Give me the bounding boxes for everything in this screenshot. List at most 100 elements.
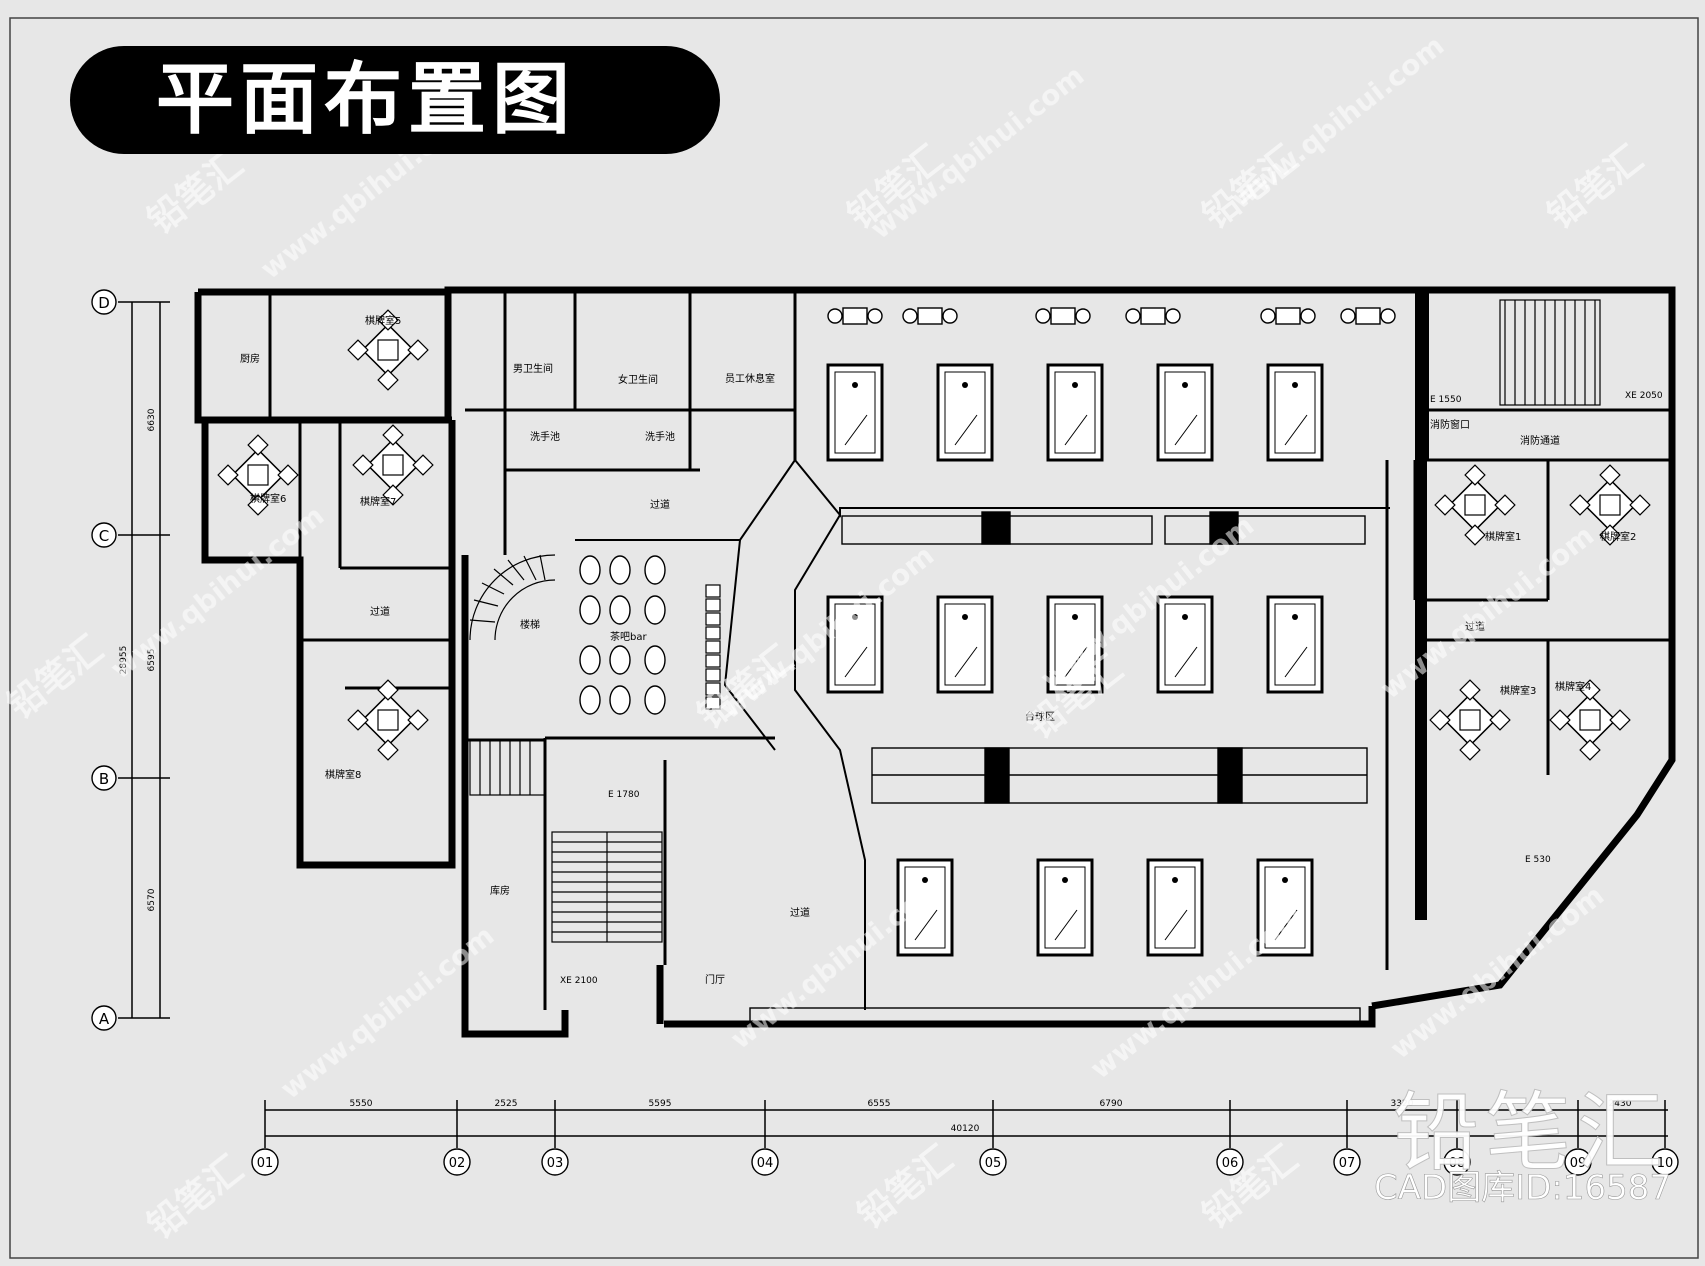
svg-text:铅笔汇: 铅笔汇 <box>1195 1138 1305 1237</box>
label-private-7: 棋牌室7 <box>360 495 396 508</box>
col-axis <box>264 1100 1668 1148</box>
svg-text:铅笔汇: 铅笔汇 <box>140 143 250 242</box>
svg-text:铅笔汇: 铅笔汇 <box>0 628 110 727</box>
mahjong-table <box>1569 464 1651 546</box>
billiard-table <box>826 595 884 694</box>
mahjong-tables <box>217 309 1651 761</box>
billiard-table <box>1046 595 1104 694</box>
dimension-tags: E 1550 XE 2050 E 1780 XE 2100 E 530 <box>560 391 1663 986</box>
row-dim-2: 6595 <box>147 649 157 672</box>
tag-e1550: E 1550 <box>1430 395 1462 405</box>
bench-row-middle <box>871 747 1368 804</box>
brand-watermark: 铅笔汇 <box>1393 1083 1669 1184</box>
col-axis-10: 10 <box>1657 1156 1674 1171</box>
bench-row-bottom <box>749 1007 1361 1025</box>
label-staff-lounge: 员工休息室 <box>725 372 775 385</box>
billiard-table <box>1266 363 1324 462</box>
billiard-table <box>936 363 994 462</box>
billiard-table <box>826 363 884 462</box>
tag-xe2050: XE 2050 <box>1625 391 1663 401</box>
col-axis-03: 03 <box>547 1156 564 1171</box>
label-fire-passage: 消防通道 <box>1520 434 1560 447</box>
col-axis-04: 04 <box>757 1156 774 1171</box>
label-private-1: 棋牌室1 <box>1485 530 1521 543</box>
col-total: 40120 <box>951 1124 980 1134</box>
label-corridor-right: 过道 <box>1465 620 1485 633</box>
structural-column-right <box>1415 290 1427 920</box>
label-hall: 台球区 <box>1025 710 1055 723</box>
label-wash-2: 洗手池 <box>645 430 675 443</box>
drawing-title: 平面布置图 <box>70 46 720 154</box>
staircase-small <box>469 739 546 796</box>
row-axis-circle-b <box>91 765 117 791</box>
mahjong-table <box>347 309 429 391</box>
col-dim-6: 3320 <box>1391 1099 1414 1109</box>
svg-text:www.qbihui.com: www.qbihui.com <box>104 499 330 686</box>
label-staircase: 楼梯 <box>520 618 540 631</box>
col-dim-5: 6790 <box>1100 1099 1123 1109</box>
row-axis-circle-c <box>91 522 117 548</box>
svg-text:www.qbihui.com: www.qbihui.com <box>1374 519 1600 706</box>
col-dim-2: 2525 <box>495 1099 518 1109</box>
label-bar: 茶吧bar <box>610 630 647 643</box>
row-axis <box>118 301 170 1019</box>
bar-seating <box>579 555 721 715</box>
row-total: 28955 <box>119 646 129 675</box>
col-dim-4: 6555 <box>868 1099 891 1109</box>
bench-row-top <box>841 511 1366 545</box>
svg-text:www.qbihui.com: www.qbihui.com <box>864 59 1090 246</box>
billiard-tables <box>826 363 1324 957</box>
label-storage: 库房 <box>490 884 510 897</box>
svg-text:铅笔汇: 铅笔汇 <box>1195 138 1305 237</box>
svg-text:铅笔汇: 铅笔汇 <box>1540 138 1650 237</box>
label-corridor-left: 过道 <box>370 605 390 618</box>
billiard-table <box>1156 595 1214 694</box>
billiard-table <box>1146 858 1204 957</box>
billiard-table <box>1046 363 1104 462</box>
label-private-5: 棋牌室5 <box>365 314 401 327</box>
label-private-3: 棋牌室3 <box>1500 684 1536 697</box>
col-axis-07: 07 <box>1339 1156 1356 1171</box>
label-corridor-top: 过道 <box>650 498 670 511</box>
cad-id-watermark: CAD图库ID:16587 <box>1373 1168 1672 1209</box>
billiard-table <box>936 595 994 694</box>
watermark-layer: www.qbihui.com www.qbihui.com www.qbihui… <box>104 29 1610 1106</box>
col-axis-08: 08 <box>1449 1156 1466 1171</box>
billiard-table <box>1156 363 1214 462</box>
mahjong-table <box>352 424 434 506</box>
row-axis-circle-d <box>91 289 117 315</box>
outer-walls <box>194 286 1676 1038</box>
svg-text:铅笔汇: 铅笔汇 <box>850 1138 960 1237</box>
row-axis-circle-a <box>91 1005 117 1031</box>
mahjong-table <box>1549 679 1631 761</box>
col-dim-7: 2430 <box>1609 1099 1632 1109</box>
label-corridor-lower: 过道 <box>790 906 810 919</box>
mahjong-table <box>217 434 299 516</box>
label-womens-wc: 女卫生间 <box>618 373 658 386</box>
label-private-4: 棋牌室4 <box>1555 680 1591 693</box>
row-axis-labels: D C B A 6630 6595 6570 28955 <box>91 289 157 1031</box>
col-axis-01: 01 <box>257 1156 274 1171</box>
row-axis-a: A <box>99 1010 110 1028</box>
row-axis-c: C <box>99 527 109 545</box>
top-lounge-chairs <box>827 307 1396 325</box>
mahjong-table <box>1434 464 1516 546</box>
label-private-2: 棋牌室2 <box>1600 530 1636 543</box>
tag-e1780: E 1780 <box>608 790 640 800</box>
label-lobby: 门厅 <box>705 973 725 986</box>
label-kitchen: 厨房 <box>240 352 260 365</box>
col-dim-3: 5595 <box>649 1099 672 1109</box>
label-private-8: 棋牌室8 <box>325 768 361 781</box>
svg-text:铅笔汇: 铅笔汇 <box>140 1148 250 1247</box>
billiard-table <box>896 858 954 957</box>
room-labels: 厨房 棋牌室5 棋牌室6 棋牌室7 棋牌室8 棋牌室1 棋牌室2 棋牌室3 棋牌… <box>240 314 1636 986</box>
row-dim-3: 6570 <box>147 888 157 911</box>
tag-e530: E 530 <box>1525 855 1551 865</box>
col-axis-09: 09 <box>1570 1156 1587 1171</box>
col-dim-1: 5550 <box>350 1099 373 1109</box>
billiard-table <box>1036 858 1094 957</box>
col-axis-06: 06 <box>1222 1156 1239 1171</box>
paper-border <box>9 17 1699 1259</box>
tag-xe2100: XE 2100 <box>560 976 598 986</box>
label-mens-wc: 男卫生间 <box>513 362 553 375</box>
